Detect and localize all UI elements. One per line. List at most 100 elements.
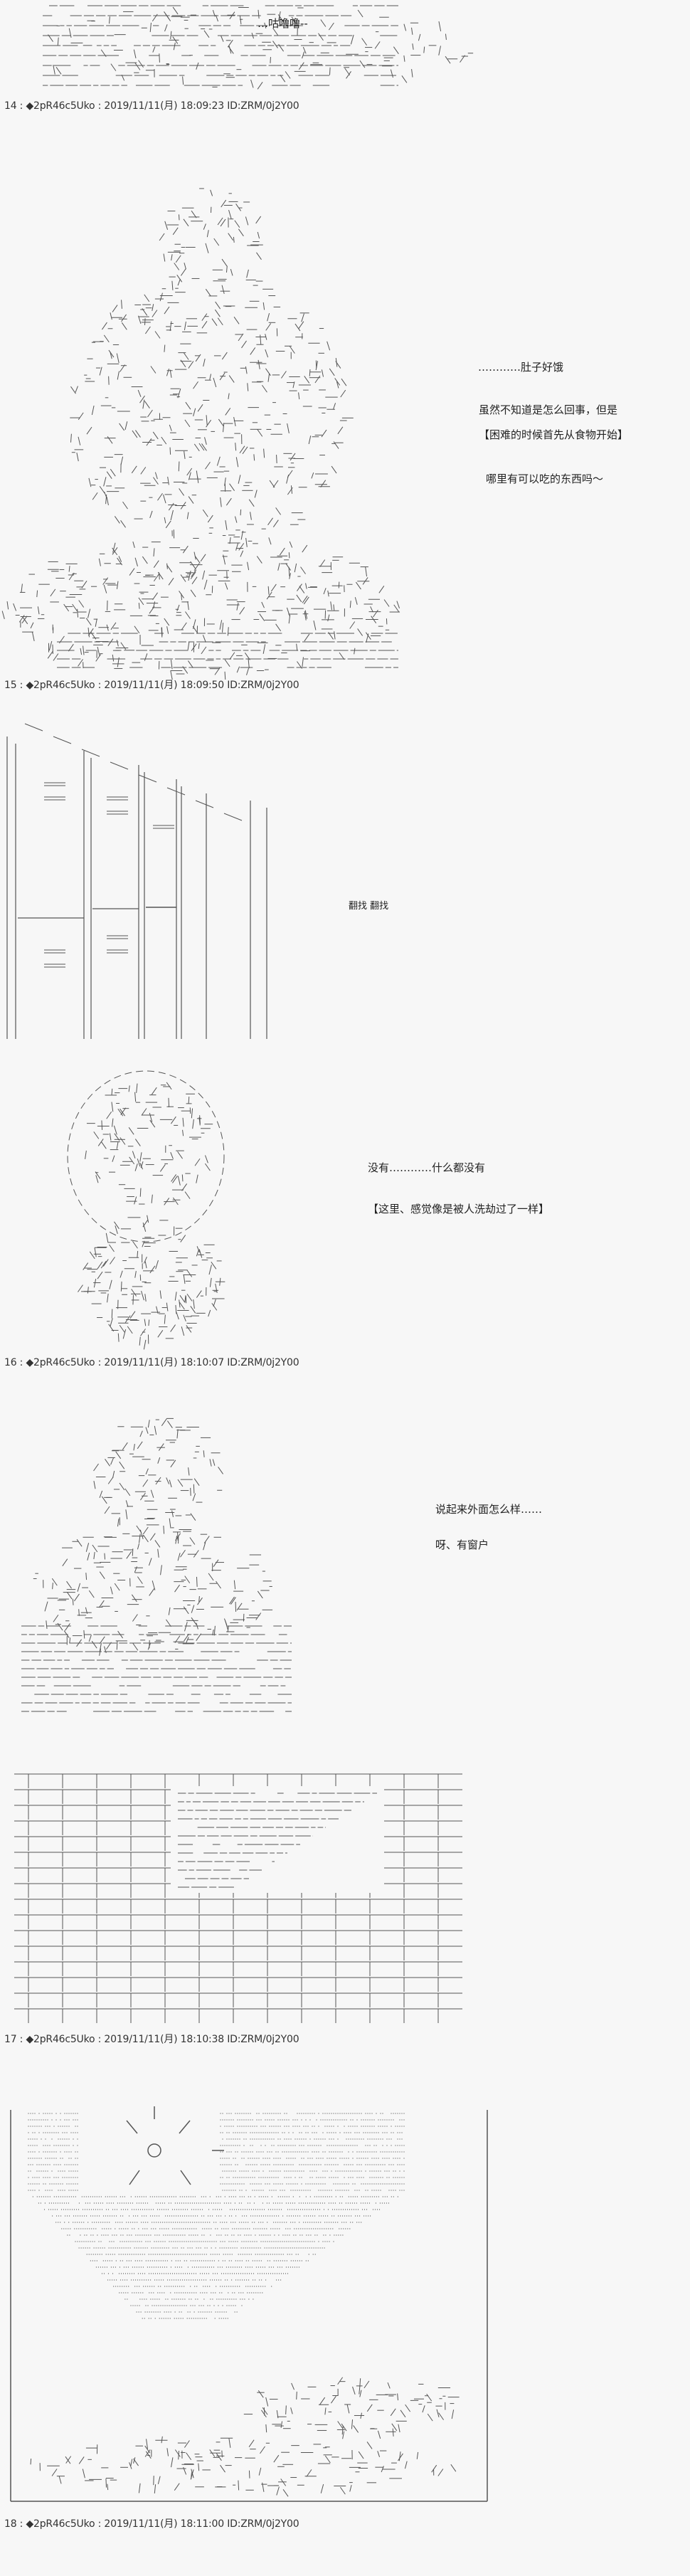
art-stroke [286,2119,287,2121]
art-stroke [348,2183,349,2185]
art-stroke [251,2247,253,2249]
art-stroke [363,2196,364,2197]
art-stroke [34,2132,36,2133]
art-stroke [262,302,265,310]
art-stroke [365,566,368,577]
art-stroke [309,2138,311,2140]
art-stroke [106,471,112,479]
art-stroke [403,2183,405,2185]
art-stroke [32,2119,33,2121]
art-stroke [113,2196,115,2197]
art-stroke [191,2228,193,2229]
art-stroke [238,2228,240,2229]
art-stroke [257,231,260,239]
art-stroke [314,2196,315,2197]
art-stroke [221,2209,223,2210]
art-stroke [271,2177,272,2178]
art-stroke [373,2177,375,2178]
art-stroke [273,2177,275,2178]
art-stroke [13,603,17,611]
art-stroke [66,2132,68,2133]
post-trip[interactable]: ◆2pR46c5Uko [26,2034,95,2045]
art-stroke [238,475,241,484]
art-stroke [290,2138,292,2140]
separator: : [16,2034,26,2045]
art-stroke [110,761,129,770]
art-stroke [198,2202,199,2204]
art-stroke [186,2215,188,2217]
art-stroke [109,1133,112,1141]
art-stroke [265,2196,266,2197]
art-stroke [236,2266,238,2268]
art-stroke [258,2151,260,2153]
art-stroke [228,233,234,241]
post-trip[interactable]: ◆2pR46c5Uko [26,1357,95,1368]
art-stroke [225,2202,227,2204]
art-stroke [171,1510,174,1517]
art-stroke [301,2119,302,2121]
art-stroke [347,2228,349,2229]
art-stroke [184,1575,191,1583]
art-stroke [309,2241,311,2242]
art-stroke [320,2119,322,2121]
art-stroke [287,2202,289,2204]
art-stroke [316,2138,317,2140]
art-stroke [287,2273,289,2274]
art-stroke [194,556,201,564]
art-stroke [322,2247,323,2249]
art-stroke [169,1518,171,1529]
art-stroke [88,2209,90,2210]
art-stroke [196,2241,198,2242]
art-stroke [290,2247,291,2249]
art-stroke [183,2228,184,2229]
art-stroke [38,2151,40,2153]
art-stroke [76,2228,78,2229]
art-stroke [243,2132,245,2133]
art-stroke [95,2228,97,2229]
art-stroke [258,9,260,19]
post-id[interactable]: ID:ZRM/0j2Y00 [227,2034,299,2045]
art-stroke [303,596,309,605]
art-stroke [68,2202,69,2204]
art-stroke [250,347,256,355]
art-stroke [193,381,198,389]
art-stroke [203,2215,205,2217]
art-stroke [423,46,425,53]
art-stroke [55,2132,57,2133]
art-stroke [181,1326,185,1336]
art-stroke [170,510,174,521]
art-stroke [309,2119,311,2121]
art-stroke [397,2151,398,2153]
art-stroke [166,2266,167,2268]
art-stroke [211,2266,212,2268]
art-stroke [269,480,275,488]
art-stroke [258,2266,259,2268]
art-stroke [230,1597,236,1605]
art-stroke [95,2247,97,2249]
post-trip[interactable]: ◆2pR46c5Uko [26,680,95,691]
art-stroke [327,590,329,597]
art-stroke [213,2260,215,2261]
art-stroke [384,2132,386,2133]
art-stroke [411,27,413,35]
art-stroke [107,2209,110,2210]
art-stroke [149,2260,151,2261]
post-id[interactable]: ID:ZRM/0j2Y00 [227,1357,299,1368]
art-stroke [203,579,208,590]
art-stroke [58,2196,59,2197]
post-trip[interactable]: ◆2pR46c5Uko [26,100,95,112]
art-stroke [222,2151,223,2153]
art-stroke [49,2151,51,2153]
art-stroke [77,2170,78,2172]
art-stroke [230,2247,231,2249]
art-stroke [369,2151,371,2153]
art-stroke [292,2151,294,2153]
art-stroke [138,60,144,68]
art-stroke [357,2209,359,2210]
post-id[interactable]: ID:ZRM/0j2Y00 [227,680,299,691]
post-id[interactable]: ID:ZRM/0j2Y00 [227,100,299,112]
art-stroke [380,2177,381,2178]
art-stroke [275,2202,276,2204]
art-stroke [86,426,92,435]
art-stroke [179,2196,181,2197]
